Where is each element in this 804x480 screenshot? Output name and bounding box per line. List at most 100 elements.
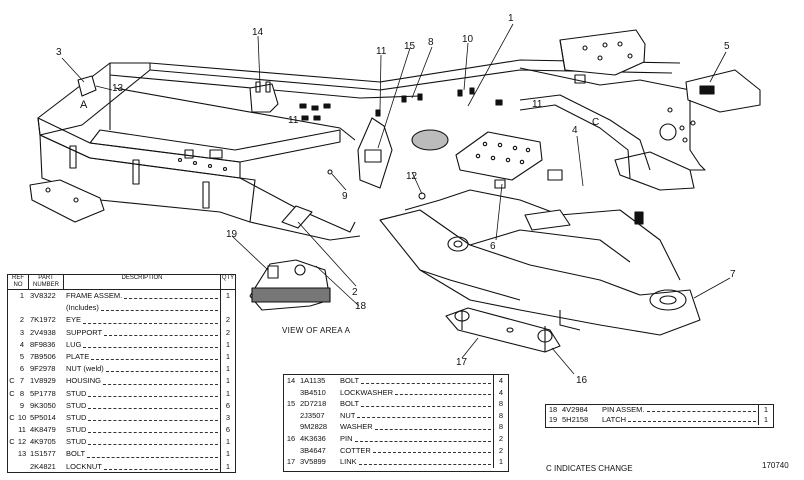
change-mark [8, 351, 16, 363]
callout-15: 15 [404, 41, 416, 52]
part-number: 4V2984 [562, 405, 588, 414]
center-plate [411, 129, 543, 181]
ref-number: 13 [17, 449, 27, 459]
ref-number: 1 [19, 291, 25, 300]
callout-3: 3 [56, 47, 62, 58]
quantity: 1 [220, 387, 235, 400]
leader-dashes [88, 424, 218, 434]
leader-dashes [87, 448, 218, 458]
change-mark [8, 448, 16, 460]
quantity: 3 [220, 411, 235, 425]
callout-9: 9 [342, 191, 348, 202]
part-number: 7B9506 [30, 351, 56, 361]
part-number: 4K3636 [300, 433, 326, 443]
ref-number: 18 [548, 405, 558, 414]
ref-number: 15 [286, 399, 296, 409]
ref-number: 7 [19, 376, 25, 386]
ref-number: 8 [19, 388, 25, 398]
part-description: PIN [340, 433, 353, 443]
callout-13: 13 [112, 83, 124, 94]
change-mark [8, 302, 16, 314]
callout-4: 4 [572, 125, 578, 136]
leader-dashes [88, 388, 218, 397]
callout-area-a: A [80, 99, 88, 111]
quantity: 1 [220, 350, 235, 364]
ref-number: 14 [286, 376, 296, 385]
callout-change-c: C [592, 117, 600, 128]
change-mark [8, 314, 16, 326]
ref-number [284, 445, 298, 457]
ref-number: 9 [19, 400, 25, 410]
link-assembly [445, 307, 561, 353]
callout-10: 10 [462, 34, 474, 45]
quantity: 4 [493, 386, 508, 399]
change-mark: C [9, 412, 15, 422]
quantity: 1 [493, 456, 508, 468]
part-description: LUG [66, 339, 82, 349]
quantity: 1 [220, 290, 235, 303]
leader-dashes [124, 290, 218, 300]
quantity: 8 [493, 398, 508, 410]
part-description: COTTER [340, 445, 371, 455]
quantity: 1 [758, 415, 773, 425]
ref-number: 10 [17, 412, 27, 422]
change-mark [8, 290, 16, 302]
part-number: 1S1577 [30, 449, 56, 459]
part-description: STUD [66, 425, 87, 435]
housing-assembly [379, 189, 701, 336]
quantity: 2 [493, 444, 508, 457]
ref-number: 11 [18, 425, 26, 435]
part-number: 9K3050 [30, 400, 56, 410]
callout-14: 14 [252, 27, 264, 38]
part-description: SUPPORT [66, 327, 103, 337]
header-ref: REF NO [8, 275, 29, 289]
callout-5: 5 [724, 41, 730, 52]
callout-1: 1 [508, 13, 514, 24]
ref-number: 19 [548, 415, 558, 424]
part-description: STUD [66, 412, 87, 422]
quantity: 4 [493, 375, 508, 387]
part-number: 4K9705 [30, 437, 56, 447]
leader-dashes [100, 302, 218, 312]
frame-body [29, 59, 681, 241]
header-qty: QTY [221, 275, 235, 281]
callout-2: 2 [352, 287, 358, 298]
part-number: 5P1778 [30, 388, 56, 398]
part-description: BOLT [66, 449, 86, 459]
change-mark [8, 339, 16, 351]
leader-dashes [628, 415, 756, 422]
part-description: BOLT [340, 399, 360, 409]
part-description: HOUSING [66, 376, 102, 386]
leader-dashes [91, 351, 218, 361]
part-number: 3B4647 [300, 445, 326, 455]
header-desc: DESCRIPTION [64, 275, 221, 289]
ref-number: 5 [19, 351, 25, 361]
part-description: LINK [340, 457, 357, 467]
part-number: 1V8929 [30, 376, 56, 386]
part-description: WASHER [340, 422, 373, 432]
change-mark: C [9, 388, 15, 398]
part-description: FRAME ASSEM. [66, 291, 123, 300]
ref-number [16, 461, 28, 473]
callout-16: 16 [576, 375, 588, 386]
part-description: NUT (weld) [66, 364, 104, 374]
ref-number [16, 302, 28, 314]
ref-number: 2 [19, 315, 25, 325]
leader-dashes [103, 375, 218, 385]
part-number: 3V5899 [300, 457, 326, 467]
